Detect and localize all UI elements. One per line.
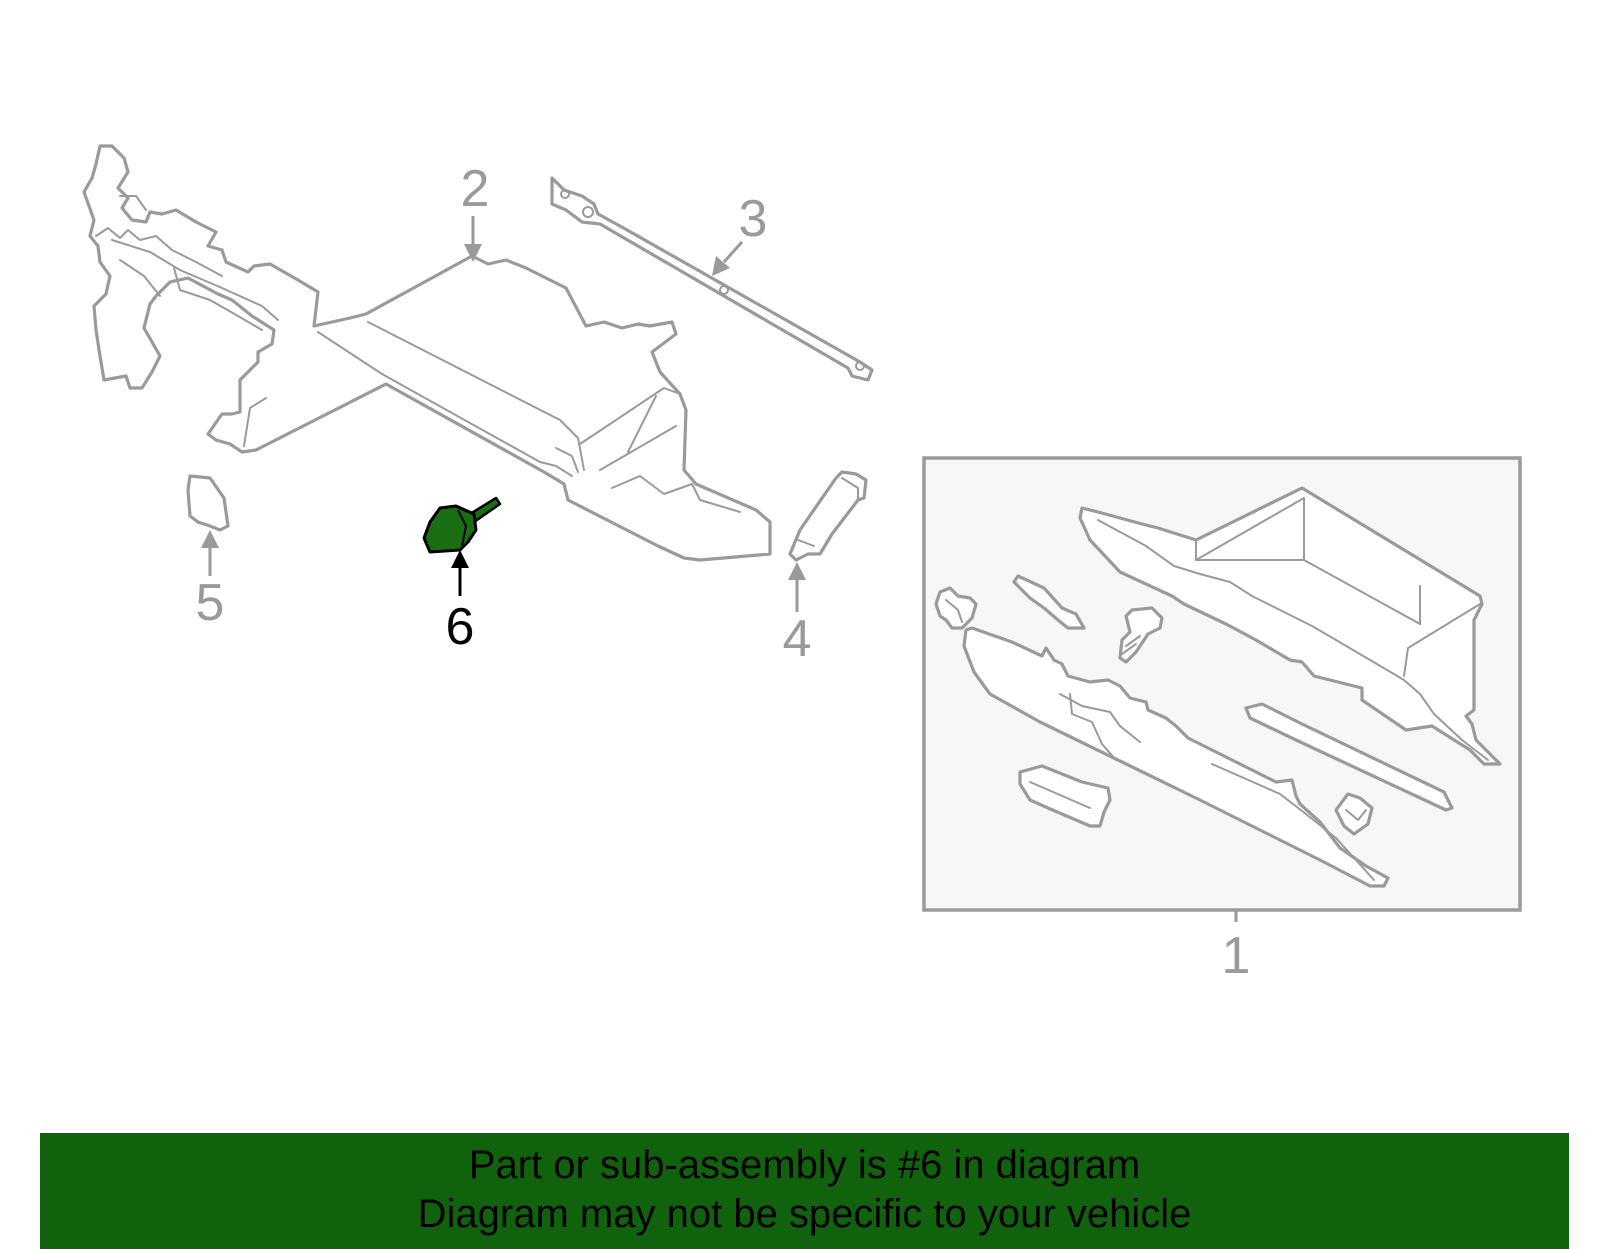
callout-1: 1 bbox=[1222, 910, 1251, 985]
callout-1-label: 1 bbox=[1222, 927, 1251, 985]
callout-2: 2 bbox=[461, 160, 490, 262]
callout-4: 4 bbox=[783, 562, 812, 668]
info-banner: Part or sub-assembly is #6 in diagram Di… bbox=[40, 1133, 1569, 1249]
dash-frame-part bbox=[82, 144, 772, 562]
callout-2-label: 2 bbox=[461, 160, 490, 218]
callout-3-label: 3 bbox=[739, 190, 768, 248]
callout-3: 3 bbox=[712, 190, 767, 276]
bracket-strip-part bbox=[550, 176, 874, 382]
banner-line-disclaimer: Diagram may not be specific to your vehi… bbox=[417, 1192, 1192, 1236]
banner-line-part-number: Part or sub-assembly is #6 in diagram bbox=[468, 1143, 1141, 1187]
callout-5: 5 bbox=[196, 530, 225, 632]
callout-6-highlighted[interactable]: 6 bbox=[446, 550, 475, 656]
clip-part-4 bbox=[788, 470, 868, 562]
cap-part-5 bbox=[186, 474, 230, 532]
callout-5-label: 5 bbox=[196, 574, 225, 632]
pin-part-6-highlighted[interactable] bbox=[422, 496, 502, 554]
callout-4-label: 4 bbox=[783, 610, 812, 668]
glove-box-inset bbox=[922, 456, 1522, 912]
callout-6-label: 6 bbox=[446, 598, 475, 656]
